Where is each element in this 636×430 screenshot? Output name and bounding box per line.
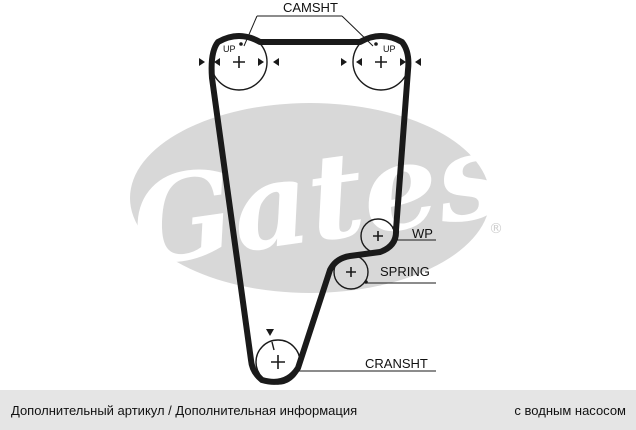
up-label-right: UP (383, 44, 396, 54)
arrow-marker (214, 58, 220, 66)
timing-belt (208, 33, 412, 385)
spring-label: SPRING (380, 264, 430, 279)
arrow-marker (258, 58, 264, 66)
arrow-marker (266, 329, 274, 336)
water-pump-label: WP (412, 226, 433, 241)
crankshaft-label: CRANSHT (365, 356, 428, 371)
leader-lines (243, 15, 436, 372)
arrow-marker (199, 58, 205, 66)
up-label-left: UP (223, 44, 236, 54)
camshaft-label: CAMSHT (283, 0, 338, 15)
arrow-marker (273, 58, 279, 66)
arrow-marker (356, 58, 362, 66)
gates-logo-watermark: Gates ® (123, 103, 512, 293)
arrow-marker (415, 58, 421, 66)
belt-routing-diagram: Gates ® (123, 0, 512, 385)
additional-info-value: с водным насосом (514, 402, 626, 418)
alignment-arrows (199, 58, 421, 336)
additional-info-label: Дополнительный артикул / Дополнительная … (11, 402, 358, 418)
info-footer: Дополнительный артикул / Дополнительная … (0, 390, 636, 430)
crank-mark-line (271, 341, 275, 351)
arrow-marker (341, 58, 347, 66)
registered-mark: ® (489, 221, 503, 237)
arrow-marker (400, 58, 406, 66)
